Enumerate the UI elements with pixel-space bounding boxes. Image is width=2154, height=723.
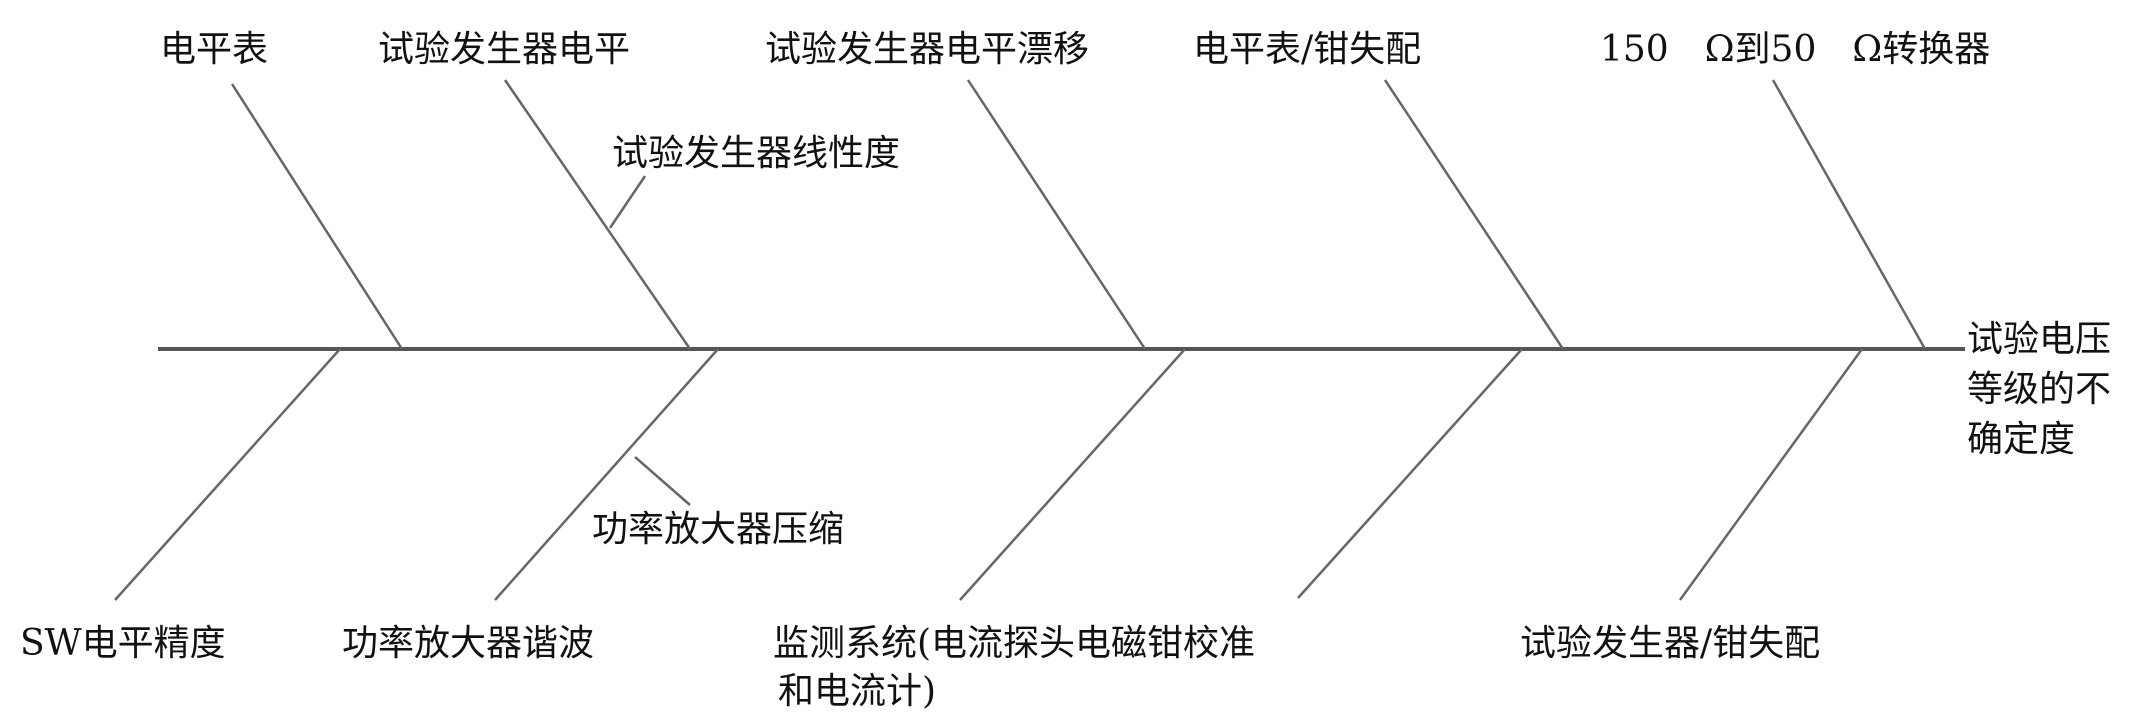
label-generator-drift: 试验发生器电平漂移 bbox=[765, 29, 1090, 70]
bone-amp-harmonics bbox=[494, 348, 719, 601]
label-amp-compression: 功率放大器压缩 bbox=[592, 509, 845, 550]
bone-monitoring-system bbox=[959, 348, 1186, 601]
label-monitoring-system-line-1: 监测系统(电流探头电磁钳校准 bbox=[773, 623, 1256, 664]
label-generator-level: 试验发生器电平 bbox=[378, 29, 631, 70]
label-effect-line-1: 试验电压 bbox=[1967, 319, 2112, 360]
label-amp-harmonics: 功率放大器谐波 bbox=[342, 623, 595, 664]
bone-sw-level-accuracy bbox=[114, 348, 341, 601]
bone-level-meter bbox=[230, 83, 404, 350]
label-monitoring-system-line-2: 和电流计) bbox=[778, 671, 937, 712]
subbone-generator-linearity bbox=[608, 175, 647, 229]
bone-converter bbox=[1771, 79, 1927, 350]
label-meter-clamp-mismatch: 电平表/钳失配 bbox=[1193, 29, 1422, 70]
label-level-meter: 电平表 bbox=[160, 29, 269, 70]
label-generator-linearity: 试验发生器线性度 bbox=[612, 133, 901, 174]
subbone-amp-compression bbox=[634, 456, 691, 506]
bone-meter-clamp-mismatch bbox=[1383, 79, 1565, 350]
label-effect-line-2: 等级的不 bbox=[1967, 369, 2112, 410]
label-sw-level-accuracy: SW电平精度 bbox=[20, 623, 226, 664]
bone-generator-clamp-mismatch bbox=[1678, 348, 1864, 601]
label-effect-line-3: 确定度 bbox=[1967, 419, 2076, 460]
label-generator-clamp-mismatch: 试验发生器/钳失配 bbox=[1520, 623, 1821, 664]
bone-generator-clamp-mismatch-left bbox=[1297, 348, 1523, 599]
bone-generator-drift bbox=[966, 79, 1147, 350]
label-converter: 150 Ω到50 Ω转换器 bbox=[1600, 29, 1991, 70]
bone-generator-level bbox=[503, 79, 692, 350]
